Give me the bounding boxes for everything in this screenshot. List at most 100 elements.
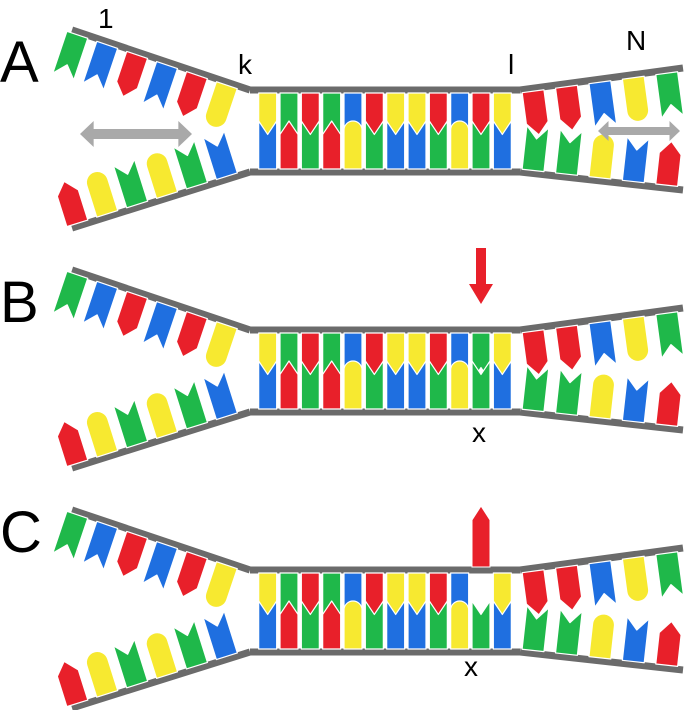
top-right-base-3 bbox=[621, 555, 650, 603]
helix-bottom-base-9 bbox=[450, 600, 470, 650]
bottom-right-base-3 bbox=[621, 615, 650, 664]
bottom-left-base-3 bbox=[145, 392, 179, 439]
helix-bottom-base-10 bbox=[471, 600, 491, 650]
label-defect-x-b: x bbox=[472, 417, 486, 448]
bottom-left-base-4 bbox=[172, 379, 209, 430]
backbone-bottom-right bbox=[519, 408, 684, 434]
top-right-base-2 bbox=[588, 80, 618, 128]
top-right-base-1 bbox=[554, 324, 583, 371]
bottom-left-base-1 bbox=[85, 650, 119, 698]
bottom-right-base-1 bbox=[554, 608, 583, 656]
top-right-base-2 bbox=[588, 560, 618, 608]
bottom-right-base-3 bbox=[621, 135, 650, 184]
top-right-base-0 bbox=[521, 89, 549, 136]
top-left-base-5 bbox=[204, 561, 238, 609]
helix-bottom-base-1 bbox=[279, 120, 299, 170]
helix-bottom-base-6 bbox=[386, 360, 406, 410]
backbone-top-left bbox=[70, 506, 252, 574]
helix-bottom-base-0 bbox=[258, 360, 278, 410]
backbone-top-right bbox=[519, 304, 684, 334]
bottom-left-base-1 bbox=[85, 170, 119, 218]
bases bbox=[52, 510, 685, 708]
top-right-base-1 bbox=[554, 84, 583, 131]
top-left-base-0 bbox=[52, 270, 89, 321]
top-left-base-4 bbox=[175, 551, 208, 598]
bottom-left-base-3 bbox=[145, 152, 179, 199]
helix-bottom-base-2 bbox=[300, 360, 320, 410]
helix-bottom-base-3 bbox=[322, 360, 342, 410]
helix-bottom-base-8 bbox=[428, 360, 448, 410]
helix-bottom-base-8 bbox=[428, 120, 448, 170]
backbone-bottom-left bbox=[70, 648, 252, 710]
panel-b: B x bbox=[0, 248, 685, 472]
label-defect-x-c: x bbox=[464, 651, 478, 682]
top-left-base-1 bbox=[82, 520, 119, 571]
top-left-base-5 bbox=[204, 321, 238, 369]
top-left-base-0 bbox=[52, 510, 89, 561]
helix-bottom-base-0 bbox=[258, 600, 278, 650]
backbone-bottom-right bbox=[519, 168, 684, 194]
breathing-arrow-right bbox=[598, 121, 680, 141]
helix-bottom-base-9 bbox=[450, 360, 470, 410]
top-left-base-2 bbox=[116, 530, 149, 578]
backbone-bottom-left bbox=[70, 168, 252, 232]
bottom-right-base-0 bbox=[521, 364, 550, 413]
top-right-base-1 bbox=[554, 564, 583, 611]
helix-bottom-base-7 bbox=[407, 360, 427, 410]
helix-bottom-base-2 bbox=[300, 120, 320, 170]
bottom-right-base-2 bbox=[588, 133, 616, 180]
helix-bottom-base-11 bbox=[492, 120, 512, 170]
flipped-out-base bbox=[471, 505, 491, 568]
panel-letter-b: B bbox=[0, 270, 39, 335]
bases bbox=[52, 30, 685, 228]
panel-a: A 1 k l N bbox=[0, 3, 685, 232]
bottom-right-base-2 bbox=[588, 613, 616, 660]
helix-bottom-base-8 bbox=[428, 600, 448, 650]
helix-bottom-base-7 bbox=[407, 600, 427, 650]
bottom-right-base-1 bbox=[554, 128, 583, 176]
helix-bottom-base-11 bbox=[492, 360, 512, 410]
top-left-base-2 bbox=[116, 290, 149, 338]
top-left-base-0 bbox=[52, 30, 89, 81]
defect-arrow-down bbox=[469, 248, 493, 304]
top-left-base-3 bbox=[141, 300, 179, 351]
top-right-base-4 bbox=[655, 551, 685, 599]
helix-bottom-base-5 bbox=[364, 600, 384, 650]
bottom-left-base-2 bbox=[112, 398, 149, 449]
helix-bottom-base-10 bbox=[471, 120, 491, 170]
helix-bottom-base-6 bbox=[386, 120, 406, 170]
label-index-l: l bbox=[508, 49, 514, 80]
backbone-top-right bbox=[519, 64, 684, 94]
helix-bottom-base-10 bbox=[471, 360, 491, 410]
helix-bottom-base-6 bbox=[386, 600, 406, 650]
panel-letter-a: A bbox=[0, 30, 39, 95]
backbone-bottom-left bbox=[70, 408, 252, 472]
bottom-right-base-0 bbox=[521, 124, 550, 173]
helix-bottom-base-4 bbox=[343, 600, 363, 650]
backbone-bottom-right bbox=[519, 648, 684, 674]
panel-letter-c: C bbox=[0, 500, 42, 565]
top-left-base-3 bbox=[141, 60, 179, 111]
bottom-left-base-4 bbox=[172, 139, 209, 190]
helix-bottom-base-3 bbox=[322, 120, 342, 170]
bottom-right-base-0 bbox=[521, 604, 550, 653]
bottom-right-base-3 bbox=[621, 375, 650, 424]
backbone-top-right bbox=[519, 544, 684, 574]
helix-bottom-base-11 bbox=[492, 600, 512, 650]
bottom-left-base-5 bbox=[202, 130, 238, 181]
label-index-k: k bbox=[238, 49, 253, 80]
label-index-1: 1 bbox=[98, 3, 114, 34]
top-right-base-0 bbox=[521, 329, 549, 376]
helix-bottom-base-5 bbox=[364, 360, 384, 410]
bottom-left-base-0 bbox=[56, 660, 89, 708]
top-left-base-3 bbox=[141, 540, 179, 591]
top-left-base-1 bbox=[82, 40, 119, 91]
helix-bottom-base-9 bbox=[450, 120, 470, 170]
helix-bottom-base-1 bbox=[279, 600, 299, 650]
bottom-left-base-0 bbox=[56, 180, 89, 228]
bottom-left-base-0 bbox=[56, 420, 89, 468]
top-right-base-3 bbox=[621, 75, 650, 123]
helix-bottom-base-1 bbox=[279, 360, 299, 410]
top-right-base-3 bbox=[621, 315, 650, 363]
bottom-right-base-2 bbox=[588, 373, 616, 420]
